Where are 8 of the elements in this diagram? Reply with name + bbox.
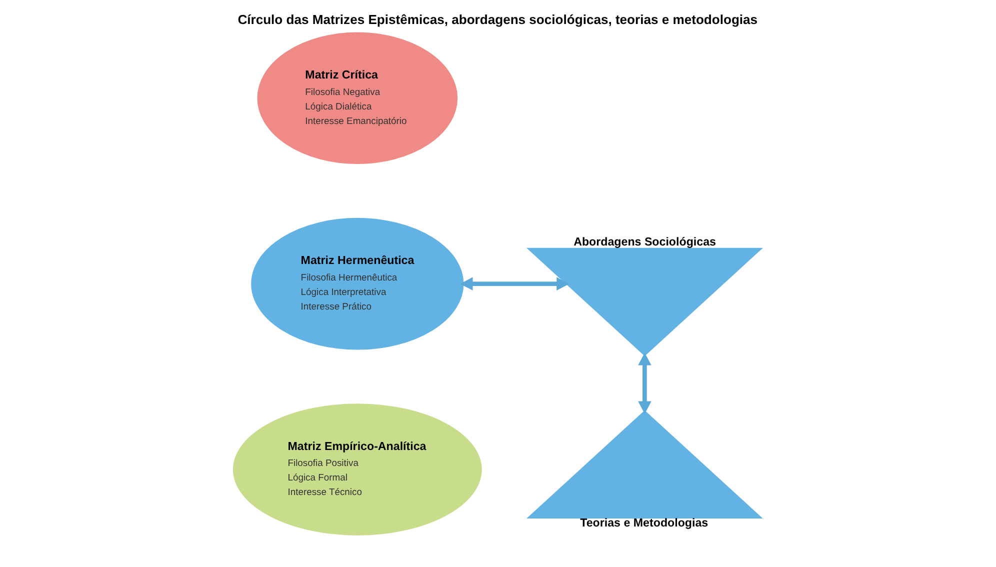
node-label: Teorias e Metodologias [580,516,708,530]
node-ellipse: Matriz Hermenêutica Filosofia Hermenêutica Lógica Interpretativa Interesse Prático [249,216,465,352]
arrow [638,352,651,414]
node-label: Abordagens Sociológicas [573,235,716,248]
node-ellipse: Matriz Empírico-Analítica Filosofia Positiva Lógica Formal Interesse Técnico [231,402,483,537]
diagram-title: Círculo das Matrizes Epistêmicas, abordagens sociológicas, teorias e metodologias [237,12,758,27]
node-ellipse: Matriz Crítica Filosofia Negativa Lógica Dialética Interesse Emancipatório [255,30,459,166]
arrow [460,277,569,290]
